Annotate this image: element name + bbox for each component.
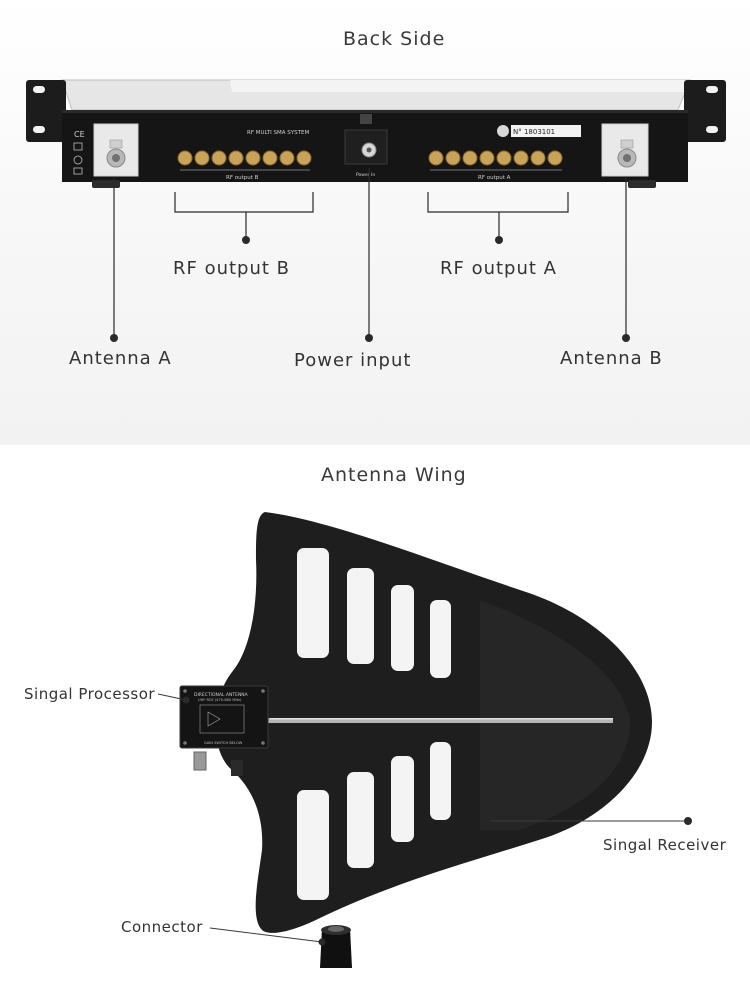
back-side-section <box>0 0 750 445</box>
power-input-label: Power input <box>294 350 412 371</box>
signal-processor-label: Singal Processor <box>24 685 156 703</box>
wing-callout-lines <box>157 693 688 943</box>
signal-receiver-label: Singal Receiver <box>603 836 727 854</box>
back-side-title: Back Side <box>343 28 446 50</box>
antenna-wing-title: Antenna Wing <box>321 464 467 486</box>
rf-output-b-label: RF output B <box>173 258 291 279</box>
antenna-b-label: Antenna B <box>560 348 663 369</box>
upper-slots <box>297 548 451 678</box>
serial-text: N° 1803101 <box>513 128 555 136</box>
rf-output-b-connectors <box>177 150 312 166</box>
svg-text:CE: CE <box>74 130 85 139</box>
back-callout-lines <box>113 168 627 338</box>
signal-processor-module <box>179 685 269 749</box>
module-footer: GAIN SWITCH BELOW <box>204 741 243 745</box>
rf-output-b-port-text: RF output B <box>226 175 259 181</box>
antenna-a-label: Antenna A <box>69 348 172 369</box>
module-title: DIRECTIONAL ANTENNA <box>194 692 249 698</box>
rack-unit-illustration: CE RF MULTI SMA SYSTEM <box>26 79 726 342</box>
rf-output-a-connectors <box>428 150 563 166</box>
back-callout-dots <box>110 236 630 342</box>
lower-slots <box>297 742 451 900</box>
rf-output-a-port-text: RF output A <box>478 175 511 181</box>
power-port-text: Power In <box>356 172 375 178</box>
bottom-mount-connector <box>320 928 352 968</box>
rf-output-a-label: RF output A <box>440 258 557 279</box>
module-subtitle: UHF RCE (470-860 MHz) <box>198 698 242 702</box>
rf-multi-system-text: RF MULTI SMA SYSTEM <box>247 130 309 136</box>
connector-label: Connector <box>121 918 203 936</box>
wing-callout-dots <box>182 696 692 946</box>
